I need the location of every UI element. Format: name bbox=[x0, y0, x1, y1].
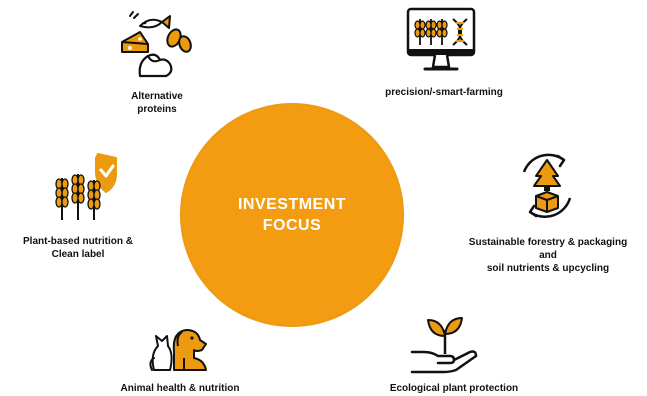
topic-label-ecological-plant-protection: Ecological plant protection bbox=[389, 383, 519, 394]
smart-farming-monitor-icon bbox=[406, 7, 476, 71]
investment-focus-circle: INVESTMENT FOCUS bbox=[180, 103, 404, 327]
topic-label-smart-farming: precision/-smart-farming bbox=[385, 87, 503, 98]
topic-label-animal-health: Animal health & nutrition bbox=[120, 383, 240, 394]
cat-dog-icon bbox=[149, 329, 207, 371]
topic-label-sustainable-forestry: Sustainable forestry & packaging and soi… bbox=[468, 237, 628, 274]
proteins-icon bbox=[121, 11, 192, 78]
hand-sprout-icon bbox=[410, 317, 478, 374]
wheat-shield-icon bbox=[55, 153, 117, 220]
center-title: INVESTMENT FOCUS bbox=[237, 196, 347, 234]
forestry-cycle-icon bbox=[522, 153, 572, 219]
topic-label-plant-based-nutrition: Plant-based nutrition & Clean label bbox=[23, 236, 133, 260]
topic-label-alternative-proteins: Alternative proteins bbox=[131, 91, 183, 115]
